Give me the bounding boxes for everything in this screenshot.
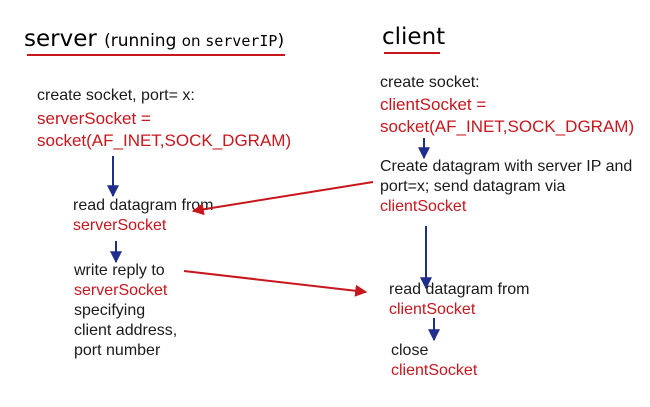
server-on: on [181, 32, 206, 50]
server-write-block: write reply to serverSocket specifying c… [74, 261, 177, 361]
client-heading: client [382, 24, 446, 50]
client-create-socket-label: create socket: [380, 74, 480, 91]
client-send-socket: clientSocket [380, 198, 467, 215]
client-send-block: Create datagram with server IP and port=… [380, 157, 632, 217]
server-paren-open: (running [104, 31, 182, 51]
client-read-socket: clientSocket [389, 301, 476, 318]
server-create-socket-label: create socket, port= x: [37, 87, 195, 104]
server-ip: serverIP [205, 32, 278, 50]
server-write-specifying: specifying [74, 302, 146, 319]
server-write-port-number: port number [74, 342, 161, 359]
datagram-to-server-arrow [191, 181, 374, 216]
server-title: server [24, 26, 97, 52]
client-close-label: close [391, 342, 429, 359]
server-create-socket-block: create socket, port= x: serverSocket = s… [37, 86, 291, 152]
server-heading-underline [27, 54, 285, 56]
reply-to-client-arrow [183, 270, 368, 297]
client-send-line1: Create datagram with server IP and [380, 158, 633, 175]
client-socket-assign: clientSocket = [380, 95, 487, 114]
server-write-client-address: client address, [74, 322, 178, 339]
server-read-socket: serverSocket [73, 217, 167, 234]
server-read-block: read datagram from serverSocket [73, 196, 214, 236]
client-create-socket-block: create socket: clientSocket = socket(AF_… [380, 73, 634, 137]
server-paren-close: ) [277, 31, 285, 51]
server-read-label: read datagram from [73, 197, 214, 214]
client-socket-call: socket(AF_INET,SOCK_DGRAM) [380, 117, 635, 136]
server-write-socket: serverSocket [74, 282, 168, 299]
server-socket-call: socket(AF_INET,SOCK_DGRAM) [37, 131, 292, 150]
server-write-label: write reply to [74, 262, 165, 279]
client-send-line2: port=x; send datagram via [380, 178, 566, 195]
client-close-block: close clientSocket [391, 341, 477, 381]
server-socket-assign: serverSocket = [37, 109, 151, 128]
client-close-socket: clientSocket [391, 362, 478, 379]
client-heading-underline [384, 52, 440, 54]
server-heading: server (running on serverIP) [24, 26, 284, 52]
